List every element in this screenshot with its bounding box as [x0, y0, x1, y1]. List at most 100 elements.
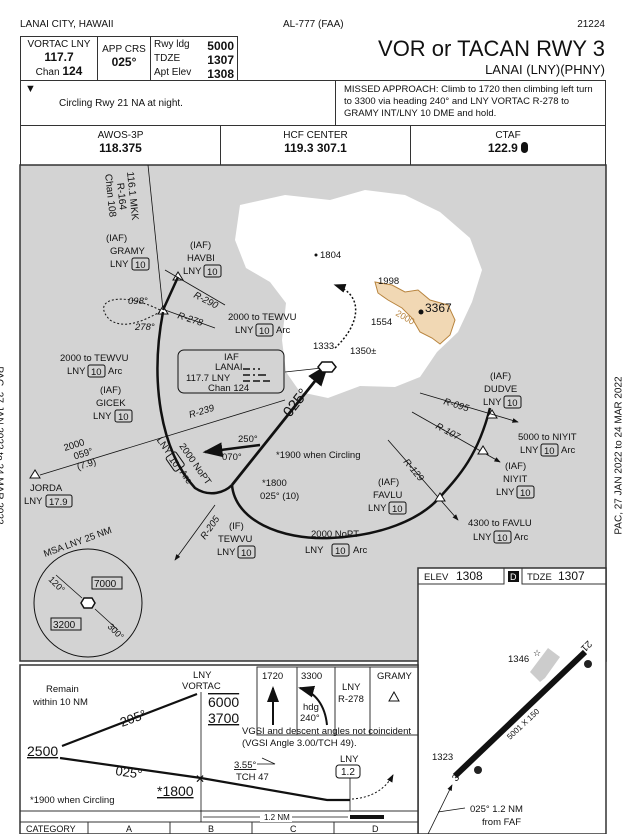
niyit-triangle-icon — [477, 445, 489, 455]
procedure-title: VOR or TACAN RWY 3 — [378, 36, 605, 61]
profile-view — [19, 664, 419, 834]
tch: TCH 47 — [236, 772, 269, 783]
app-crs-label: APP CRS — [102, 44, 146, 55]
vortac-icon — [317, 361, 337, 373]
svg-text:10: 10 — [241, 548, 252, 559]
tdze-label: TDZE — [154, 53, 181, 64]
rwy-ldg-value: 5000 — [207, 39, 234, 53]
svg-text:2000 to TEWVU: 2000 to TEWVU — [60, 353, 129, 364]
svg-text:10: 10 — [497, 533, 508, 544]
jorda-triangle-icon — [29, 469, 41, 479]
comm-freq: 118.375 — [99, 141, 142, 155]
airport-diagram — [417, 567, 607, 834]
vortac-chan: Chan 124 — [208, 383, 249, 394]
svg-text:JORDA: JORDA — [30, 483, 63, 494]
fix-havbi[interactable]: (IAF) HAVBI LNY 10 — [183, 240, 222, 278]
map-navaid: LNY — [340, 754, 359, 765]
ma-radial: R-278 — [338, 694, 364, 705]
mkk-radial — [147, 164, 164, 311]
faf-note: from FAF — [482, 817, 521, 828]
mkk-chan: Chan 108 — [102, 173, 118, 218]
navaid-box: VORTAC LNY 117.7 Chan 124 — [20, 36, 98, 81]
category-c: C — [290, 824, 297, 834]
fix-tewvu[interactable]: (IF) TEWVU LNY 10 — [217, 521, 256, 559]
fix-gramy[interactable]: (IAF) GRAMY LNY 10 — [106, 233, 150, 271]
fix-niyit[interactable]: (IAF) NIYIT LNY 10 — [496, 461, 535, 499]
arc-to-favlu: 4300 to FAVLU LNY 10 Arc — [468, 518, 532, 544]
fix-distance: 1.2 NM — [264, 813, 290, 822]
final-approach-course — [230, 363, 329, 486]
outbound-leg — [61, 692, 198, 748]
svg-text:Arc: Arc — [108, 366, 123, 377]
d-badge-label: D — [510, 572, 517, 582]
svg-text:LNY: LNY — [93, 411, 112, 422]
pt-outbound: 250° — [238, 434, 258, 445]
tdze-label: TDZE — [527, 572, 552, 583]
svg-text:5000 to NIYIT: 5000 to NIYIT — [518, 432, 577, 443]
terrain-contour — [374, 281, 456, 345]
svg-text:(IF): (IF) — [229, 521, 244, 532]
svg-text:10: 10 — [335, 546, 346, 557]
fix-favlu[interactable]: (IAF) FAVLU LNY 10 — [368, 477, 407, 515]
missed-approach-text: MISSED APPROACH: Climb to 1720 then clim… — [344, 84, 593, 119]
dme-arc-west — [156, 311, 233, 495]
ma-hdg-value: 240° — [300, 713, 320, 724]
fix-type: (IAF) — [106, 233, 127, 244]
tdze-value: 1307 — [558, 569, 585, 583]
jorda-leg-label: 2000 059° (7.9) — [63, 437, 98, 473]
arc-to-tewvu-west: 2000 to TEWVU LNY 10 Arc — [60, 353, 129, 378]
obstacle-1323: 1323 — [432, 752, 453, 763]
fix-jorda[interactable]: JORDA LNY 17.9 — [24, 483, 73, 508]
svg-text:(IAF): (IAF) — [490, 371, 511, 382]
minimums-header: CATEGORY A B C D — [26, 822, 379, 834]
amendment: 21224 — [577, 19, 605, 30]
obstacle-elevation: 1333 — [313, 341, 334, 352]
svg-text:10: 10 — [544, 446, 555, 457]
ma-climb-alt: 1720 — [262, 671, 283, 682]
runway-3-21[interactable] — [452, 649, 588, 779]
svg-text:2000 to TEWVU: 2000 to TEWVU — [228, 312, 297, 323]
profile-vortac-label: VORTAC — [182, 681, 221, 692]
stepdown-crs: 025° (10) — [260, 491, 299, 502]
vortac-type: IAF — [224, 352, 239, 363]
d-badge — [508, 571, 519, 582]
comm-freq: 119.3 307.1 — [284, 141, 347, 155]
obstacle-elevation: 1350± — [350, 346, 376, 357]
svg-text:4300 to FAVLU: 4300 to FAVLU — [468, 518, 532, 529]
min-altitude: 3700 — [208, 710, 239, 726]
svg-text:Arc: Arc — [514, 532, 529, 543]
lanai-vortac-box[interactable] — [177, 349, 285, 394]
category-b: B — [208, 824, 214, 834]
svg-text:10: 10 — [507, 398, 518, 409]
svg-text:Arc: Arc — [561, 445, 576, 456]
svg-text:LNY: LNY — [235, 325, 254, 336]
obstacle-star-icon: ☆ — [533, 648, 541, 658]
category-label: CATEGORY — [26, 824, 76, 834]
procedure-turn — [202, 442, 261, 458]
svg-text:within 10 NM: within 10 NM — [32, 697, 88, 708]
svg-text:17.9: 17.9 — [49, 497, 68, 508]
svg-text:DUDVE: DUDVE — [484, 384, 517, 395]
circling-note: Circling Rwy 21 NA at night. — [59, 98, 183, 109]
svg-text:TEWVU: TEWVU — [218, 534, 252, 545]
profile-missed-approach — [351, 774, 394, 800]
fix-dudve[interactable]: (IAF) DUDVE LNY 10 — [483, 371, 522, 409]
remain-within-note: Remain within 10 NM — [32, 684, 88, 708]
ma-navaid: LNY — [342, 682, 361, 693]
favlu-triangle-icon — [434, 492, 446, 502]
svg-text:(IAF): (IAF) — [505, 461, 526, 472]
svg-text:LNY: LNY — [24, 496, 43, 507]
svg-text:10: 10 — [392, 504, 403, 515]
svg-text:LNY: LNY — [305, 545, 324, 556]
svg-text:10: 10 — [166, 455, 181, 470]
apt-elev-label: Apt Elev — [154, 67, 192, 78]
vgsi-note: VGSI and descent angles not coincident — [242, 726, 411, 737]
fix-gicek[interactable]: (IAF) GICEK LNY 10 — [93, 385, 133, 423]
svg-text:10: 10 — [118, 412, 129, 423]
msa-alt-1: 7000 — [94, 579, 117, 590]
runway-profile — [350, 815, 384, 819]
holding-pattern — [103, 298, 161, 325]
hold-inbound: 278° — [134, 322, 155, 333]
vgsi-angle: (VGSI Angle 3.00/TCH 49). — [242, 738, 357, 749]
missed-approach-path — [333, 284, 357, 349]
